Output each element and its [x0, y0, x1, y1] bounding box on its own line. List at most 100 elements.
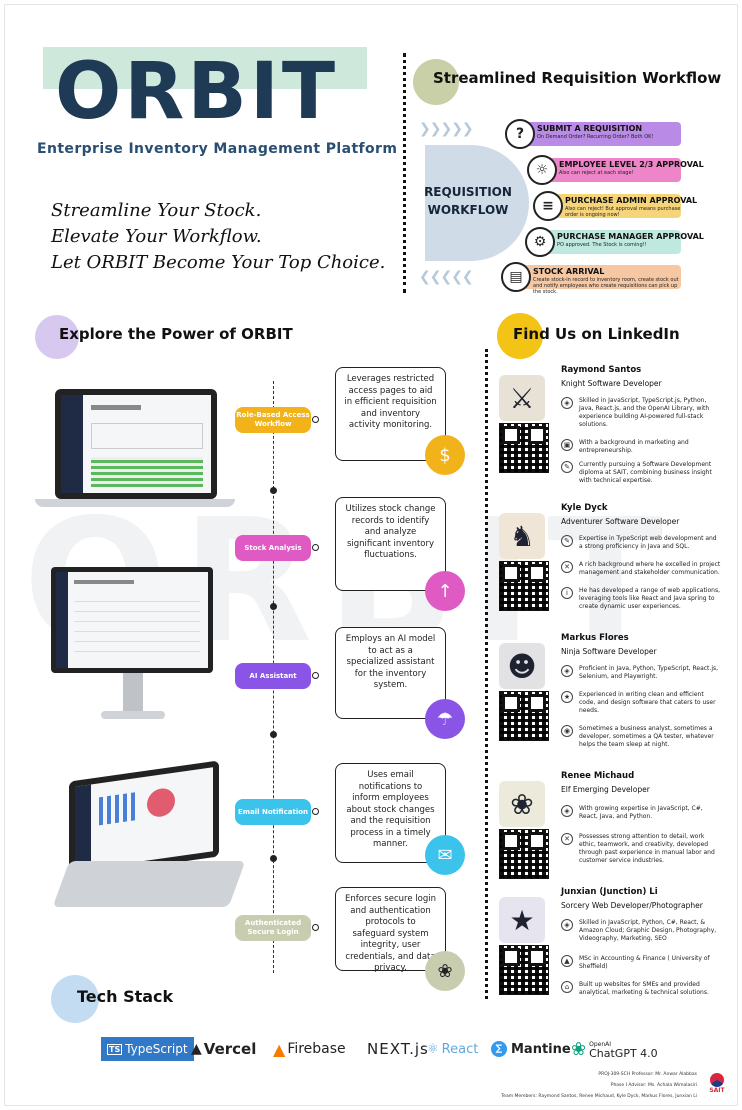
member-name: Raymond Santos [561, 365, 642, 375]
code-icon: ◈ [561, 665, 573, 677]
workflow-label-line: REQUISITION [424, 185, 512, 199]
network-icon: ❀ [425, 951, 465, 991]
atom-icon: ⚛ [427, 1041, 439, 1057]
member-bullet: ✕Possesses strong attention to detail, w… [561, 833, 721, 865]
step-title: SUBMIT A REQUISITION [537, 124, 643, 133]
divider [403, 53, 406, 293]
member-name: Kyle Dyck [561, 503, 608, 513]
linkedin-qr-code[interactable] [499, 691, 549, 741]
platform-subtitle: Enterprise Inventory Management Platform [37, 141, 398, 157]
flame-icon: ▲ [273, 1039, 286, 1059]
mantine-icon: ∑ [491, 1041, 507, 1057]
workflow-step: ⚙ PURCHASE MANAGER APPROVAL PO approved.… [525, 227, 704, 257]
rocket-icon: ↑ [425, 571, 465, 611]
chevrons-left-icon: ❮❮❮❮❮ [419, 269, 474, 285]
member-role: Sorcery Web Developer/Photographer [561, 901, 703, 910]
workflow-step: ? SUBMIT A REQUISITION On Demand Order? … [505, 119, 681, 149]
gear-icon: ⚙ [525, 227, 555, 257]
openai-icon: ❀ [571, 1038, 587, 1060]
feature-pill: Stock Analysis [235, 535, 311, 561]
step-desc: PO approved. The Stock is coming!! [557, 242, 647, 248]
poster: ORBIT ORBIT Enterprise Inventory Managem… [4, 4, 738, 1106]
mail-icon: ✉ [425, 835, 465, 875]
dollar-icon: $ [425, 435, 465, 475]
design-icon: ★ [561, 691, 573, 703]
tech-label: Firebase [287, 1041, 346, 1057]
slogan-line: Elevate Your Workflow. [51, 226, 262, 247]
chevrons-right-icon: ❯❯❯❯❯ [419, 121, 474, 137]
step-title: EMPLOYEE LEVEL 2/3 APPROVAL [559, 160, 704, 169]
credit-line: Phase I Advisor: Ms. Achala Wimalasiri [610, 1083, 697, 1088]
member-bullet: ★ Experienced in writing clean and effici… [561, 691, 721, 715]
openai-small-label: OpenAI [589, 1041, 611, 1048]
monitor-mockup [51, 567, 213, 673]
linkedin-qr-code[interactable] [499, 423, 549, 473]
bullet-text: Proficient in Java, Python, TypeScript, … [579, 665, 719, 680]
bullet-text: Experienced in writing clean and efficie… [579, 691, 716, 714]
divider [485, 349, 488, 999]
tech-label: Mantine [511, 1041, 571, 1057]
linkedin-qr-code[interactable] [499, 945, 549, 995]
credits: PROJ-309-SCH Professor: Mr. Anwar Alabba… [501, 1069, 697, 1102]
features-title: Explore the Power of ORBIT [59, 325, 293, 343]
bullet-text: With growing expertise in JavaScript, C#… [579, 805, 703, 820]
timeline-dot [270, 487, 277, 494]
sait-mark-icon [710, 1073, 724, 1087]
step-desc: Also can reject at each stage! [559, 170, 634, 176]
feature-card: Employs an AI model to act as a speciali… [335, 627, 446, 719]
bullet-text: Sometimes a business analyst, sometimes … [579, 725, 714, 748]
pencil-icon: ✎ [561, 535, 573, 547]
graduation-icon: ▲ [561, 955, 573, 967]
workflow-step: ≡ PURCHASE ADMIN APPROVAL Also can rejec… [533, 191, 698, 221]
member-role: Elf Emerging Developer [561, 785, 650, 794]
box-icon: ▤ [501, 262, 531, 292]
checklist-icon: ≡ [533, 191, 563, 221]
linkedin-qr-code[interactable] [499, 829, 549, 879]
team-member: Markus Flores Ninja Software Developer ☻… [495, 633, 721, 748]
laptop-base [35, 499, 235, 507]
question-icon: ? [505, 119, 535, 149]
bullet-text: Skilled in JavaScript, Python, C#, React… [579, 919, 717, 942]
tech-label: Vercel [203, 1040, 257, 1058]
step-desc: Also can reject! But approval means purc… [565, 206, 681, 218]
timeline-dot [270, 855, 277, 862]
bullet-text: MSc in Accounting & Finance ( University… [579, 955, 710, 970]
workflow-label-line: WORKFLOW [427, 203, 509, 217]
tools-icon: ✕ [561, 561, 573, 573]
code-icon: ◈ [561, 919, 573, 931]
section-bullet [413, 59, 459, 105]
member-bullet: ▲ MSc in Accounting & Finance ( Universit… [561, 955, 721, 971]
feature-pill: AI Assistant [235, 663, 311, 689]
elf-avatar-icon: ❀ [499, 781, 545, 827]
linkedin-qr-code[interactable] [499, 561, 549, 611]
pill-connector [312, 544, 319, 551]
monitor-stand [123, 673, 143, 713]
step-title: PURCHASE MANAGER APPROVAL [557, 232, 704, 241]
lightbulb-icon: ☼ [527, 155, 557, 185]
laptop-keyboard [52, 861, 246, 907]
step-desc: On Demand Order? Recurring Order? Both O… [537, 134, 654, 140]
member-bullet: ✎Currently pursuing a Software Developme… [561, 461, 721, 485]
monitor-foot [101, 711, 165, 719]
credit-line: Team Members: Raymond Santos, Renee Mich… [501, 1094, 697, 1099]
step-title: PURCHASE ADMIN APPROVAL [565, 196, 698, 205]
workflow-shape [425, 145, 529, 261]
section-bullet [497, 313, 543, 359]
slogan-line: Streamline Your Stock. [51, 200, 262, 221]
credit-line: PROJ-309-SCH Professor: Mr. Anwar Alabba… [598, 1072, 697, 1077]
section-bullet [51, 975, 99, 1023]
feature-pill: Role-Based Access Workflow [235, 407, 311, 433]
info-icon: i [561, 587, 573, 599]
target-icon: ◉ [561, 725, 573, 737]
tech-label: ChatGPT 4.0 [589, 1047, 658, 1060]
team-title: Find Us on LinkedIn [513, 325, 680, 343]
tech-label: TypeScript [125, 1042, 188, 1056]
firebase-logo: ▲Firebase [273, 1037, 346, 1061]
feature-pill: Email Notification [235, 799, 311, 825]
workflow-step: ▤ STOCK ARRIVAL Create stock-in record t… [501, 262, 681, 295]
pill-connector [312, 808, 319, 815]
parachute-icon: ☂ [425, 699, 465, 739]
feature-card: Enforces secure login and authentication… [335, 887, 446, 973]
